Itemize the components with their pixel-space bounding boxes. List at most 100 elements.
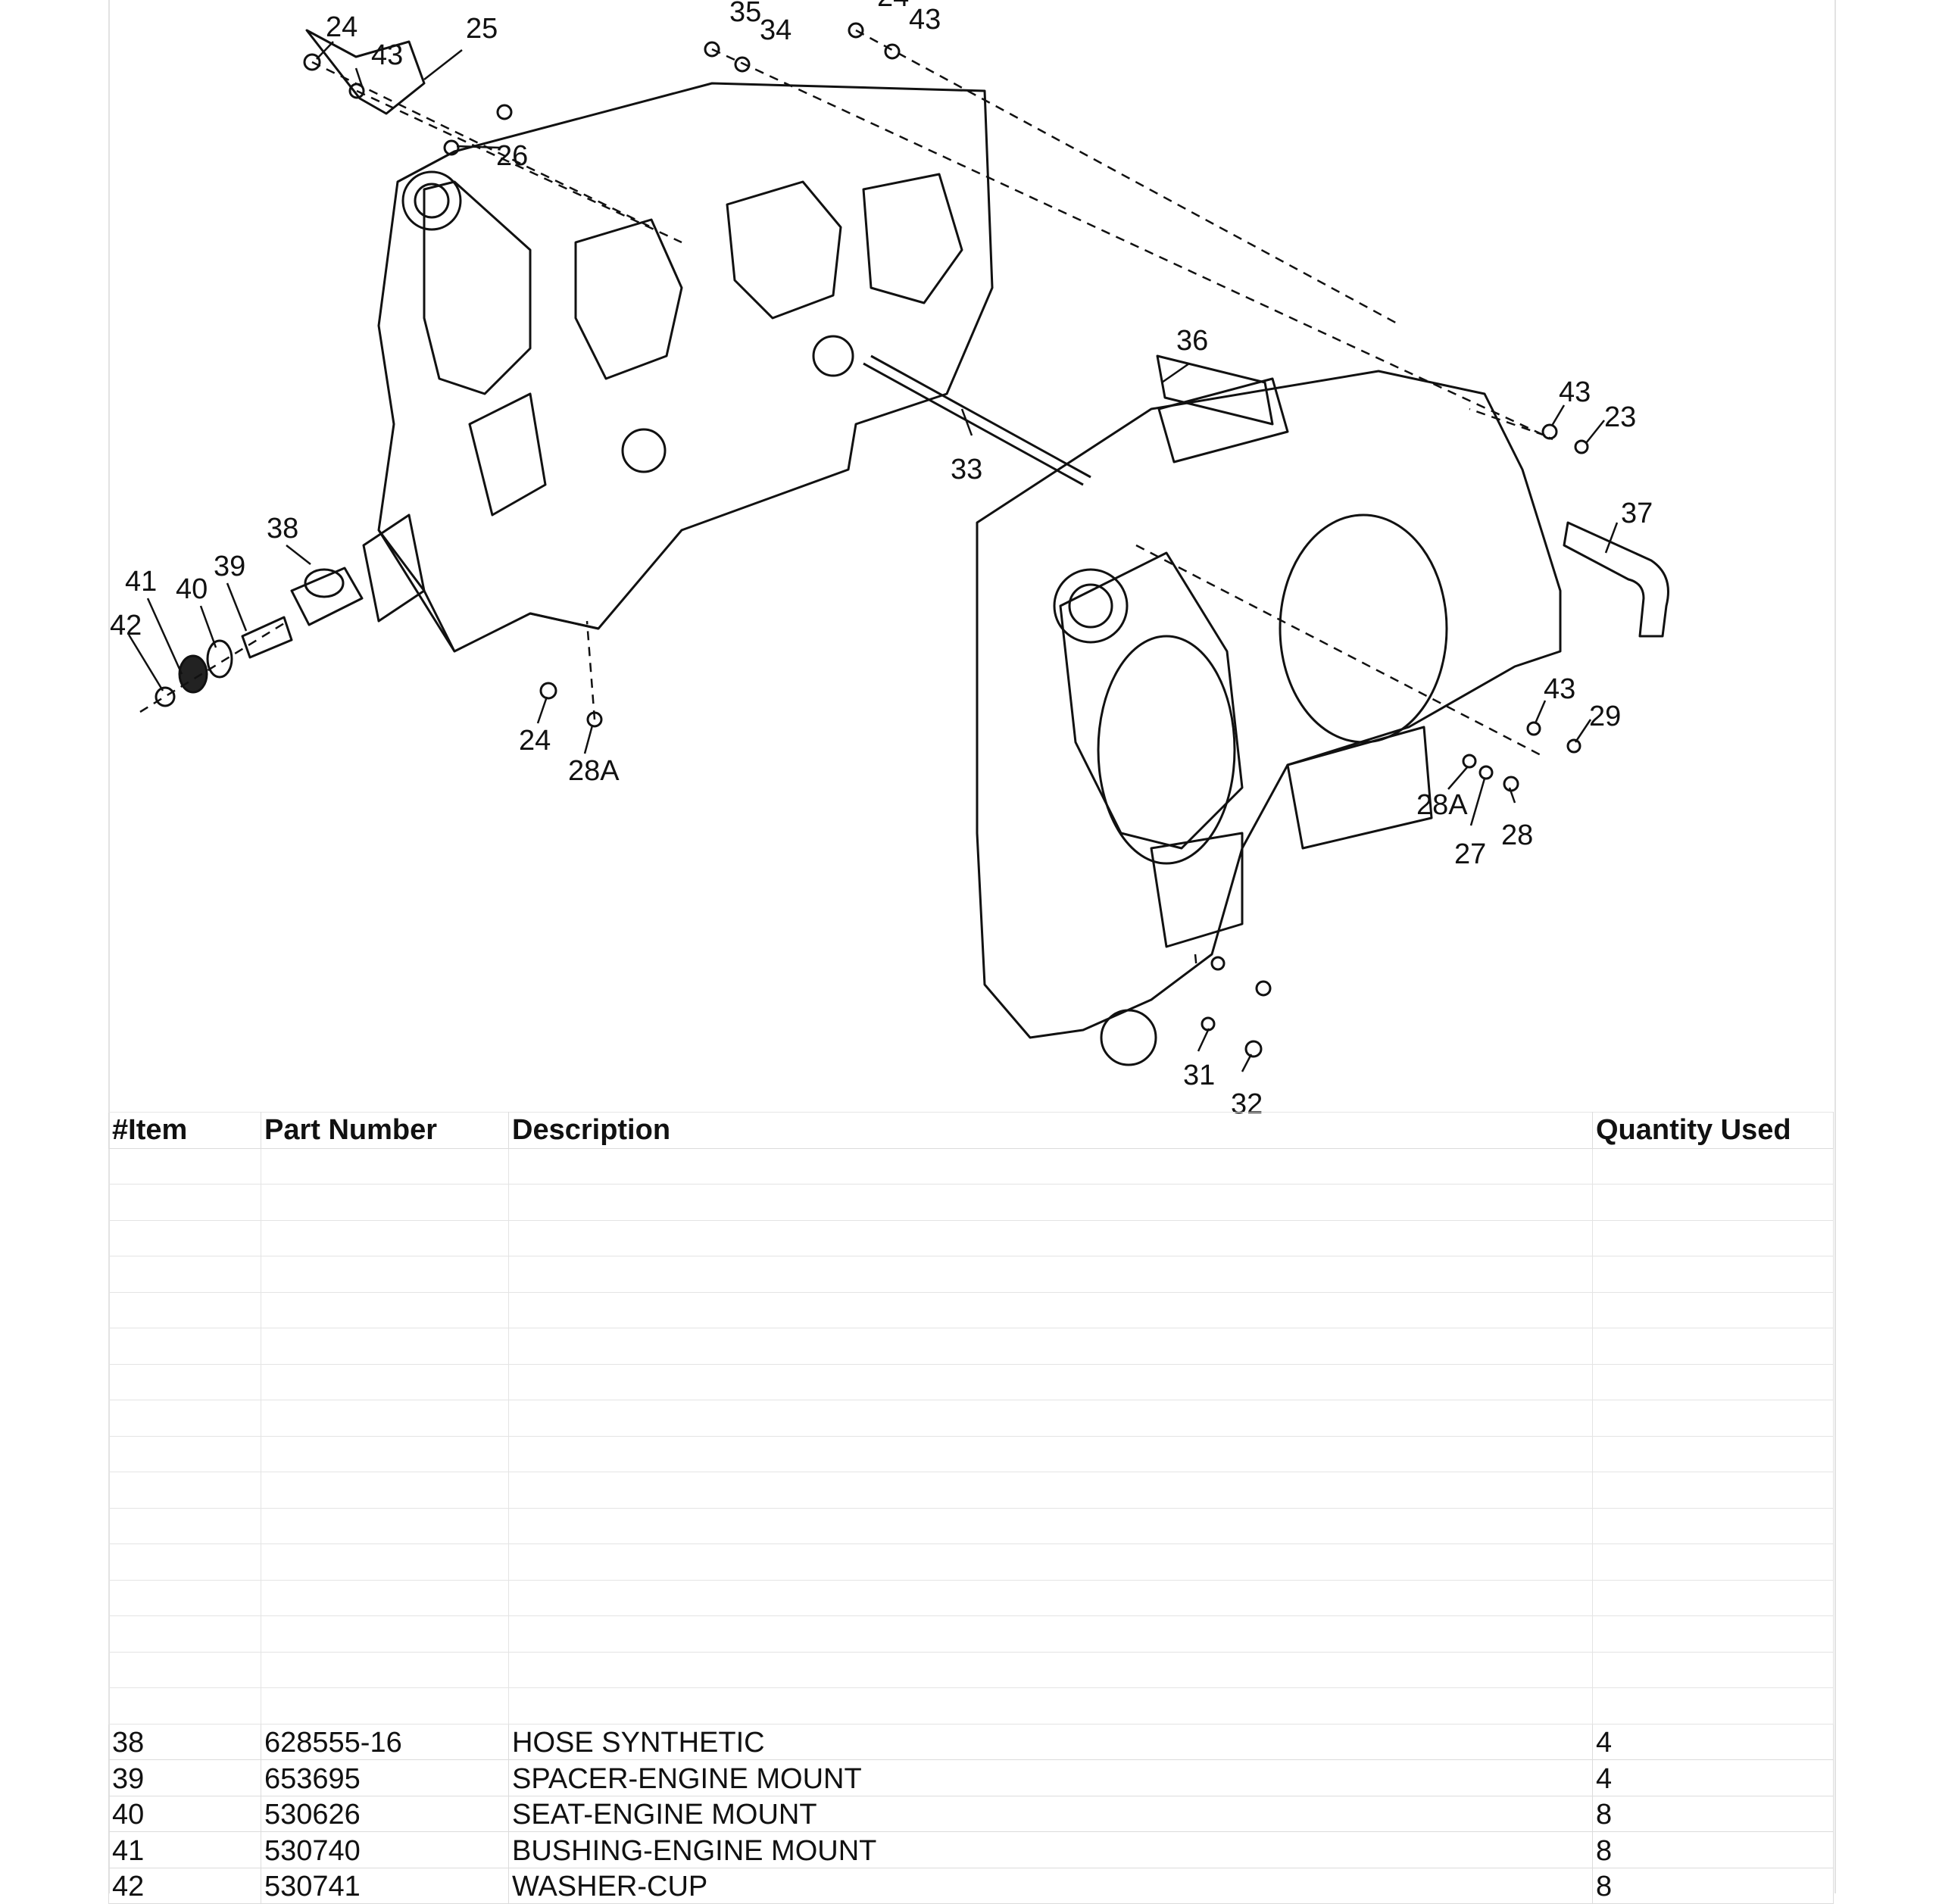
table-cell-blank	[1592, 1363, 1834, 1400]
parts-table: #Item Part Number Description Quantity U…	[108, 1112, 1834, 1904]
table-cell-blank	[261, 1543, 509, 1581]
page-frame	[108, 0, 1836, 1893]
table-row-blank	[108, 1219, 1834, 1256]
table-cell-blank	[261, 1651, 509, 1688]
callout-24-c: 24	[519, 725, 551, 757]
table-cell-blank	[108, 1472, 261, 1509]
header-part-number: Part Number	[261, 1112, 509, 1149]
callout-43-c: 43	[1559, 376, 1591, 408]
table-cell-blank	[508, 1615, 1593, 1653]
callout-24-b: 24	[877, 0, 909, 13]
table-cell-blank	[261, 1219, 509, 1256]
header-description: Description	[508, 1112, 1593, 1149]
cell-part-number: 530740	[261, 1831, 509, 1868]
cell-part-number: 628555-16	[261, 1723, 509, 1760]
callout-25: 25	[466, 13, 498, 45]
cell-part-number: 653695	[261, 1759, 509, 1796]
table-cell-blank	[261, 1687, 509, 1725]
table-cell-blank	[108, 1687, 261, 1725]
callout-35: 35	[729, 0, 761, 28]
table-row-blank	[108, 1687, 1834, 1725]
header-item: #Item	[108, 1112, 261, 1149]
table-cell-blank	[1592, 1435, 1834, 1472]
table-cell-blank	[108, 1147, 261, 1185]
table-cell-blank	[108, 1615, 261, 1653]
table-row-blank	[108, 1651, 1834, 1688]
left-housing-drawing	[362, 82, 994, 653]
cell-item: 42	[108, 1867, 261, 1904]
table-row-blank	[108, 1328, 1834, 1365]
threaded-rod-33	[863, 354, 1091, 486]
table-row-blank	[108, 1291, 1834, 1328]
table-cell-blank	[261, 1507, 509, 1544]
table-cell-blank	[108, 1219, 261, 1256]
table-cell-blank	[108, 1507, 261, 1544]
table-cell-blank	[1592, 1687, 1834, 1725]
cell-item: 41	[108, 1831, 261, 1868]
table-cell-blank	[108, 1435, 261, 1472]
table-cell-blank	[1592, 1507, 1834, 1544]
callout-28: 28	[1501, 819, 1533, 851]
table-row-blank	[108, 1363, 1834, 1400]
table-cell-blank	[1592, 1615, 1834, 1653]
fasteners	[303, 22, 1589, 1058]
elbow-pipe-37	[1563, 521, 1669, 638]
cell-item: 39	[108, 1759, 261, 1796]
table-cell-blank	[261, 1579, 509, 1616]
cell-part-number: 530741	[261, 1867, 509, 1904]
table-cell-blank	[261, 1435, 509, 1472]
table-cell-blank	[1592, 1472, 1834, 1509]
callout-42: 42	[110, 610, 142, 641]
table-cell-blank	[1592, 1400, 1834, 1437]
table-cell-blank	[261, 1328, 509, 1365]
table-row-blank	[108, 1400, 1834, 1437]
table-cell-blank	[508, 1400, 1593, 1437]
cell-description: SEAT-ENGINE MOUNT	[508, 1795, 1593, 1832]
table-cell-blank	[508, 1219, 1593, 1256]
table-cell-blank	[108, 1543, 261, 1581]
callout-33: 33	[951, 454, 982, 485]
callout-34: 34	[760, 14, 792, 46]
callout-40: 40	[176, 573, 208, 605]
right-housing-drawing	[976, 370, 1562, 1066]
table-cell-blank	[508, 1543, 1593, 1581]
table-cell-blank	[108, 1579, 261, 1616]
cell-description: HOSE SYNTHETIC	[508, 1723, 1593, 1760]
callout-24-a: 24	[326, 11, 358, 43]
table-cell-blank	[508, 1651, 1593, 1688]
table-cell-blank	[508, 1687, 1593, 1725]
table-cell-blank	[1592, 1147, 1834, 1185]
table-row-blank	[108, 1256, 1834, 1293]
table-cell-blank	[508, 1435, 1593, 1472]
table-cell-blank	[508, 1579, 1593, 1616]
table-cell-blank	[261, 1291, 509, 1328]
table-cell-blank	[508, 1291, 1593, 1328]
callout-43-d: 43	[1544, 673, 1575, 705]
cell-quantity: 4	[1592, 1723, 1834, 1760]
cell-item: 38	[108, 1723, 261, 1760]
callout-28a-a: 28A	[568, 755, 620, 787]
table-cell-blank	[508, 1472, 1593, 1509]
table-row-blank	[108, 1147, 1834, 1185]
table-header-row: #Item Part Number Description Quantity U…	[108, 1112, 1834, 1149]
table-row-blank	[108, 1472, 1834, 1509]
table-cell-blank	[1592, 1328, 1834, 1365]
table-cell-blank	[261, 1363, 509, 1400]
exploded-parts-diagram: 24 25 43 26 35 34 24 43 36 33 43 23 37 3…	[110, 0, 1669, 1120]
table-cell-blank	[108, 1400, 261, 1437]
callout-23: 23	[1604, 401, 1636, 433]
cell-item: 40	[108, 1795, 261, 1832]
table-cell-blank	[1592, 1651, 1834, 1688]
table-cell-blank	[261, 1147, 509, 1185]
table-row-blank	[108, 1615, 1834, 1653]
cell-description: BUSHING-ENGINE MOUNT	[508, 1831, 1593, 1868]
callout-38: 38	[267, 513, 298, 545]
cell-quantity: 8	[1592, 1831, 1834, 1868]
table-cell-blank	[261, 1184, 509, 1221]
callout-39: 39	[214, 551, 245, 582]
callout-36: 36	[1176, 325, 1208, 357]
